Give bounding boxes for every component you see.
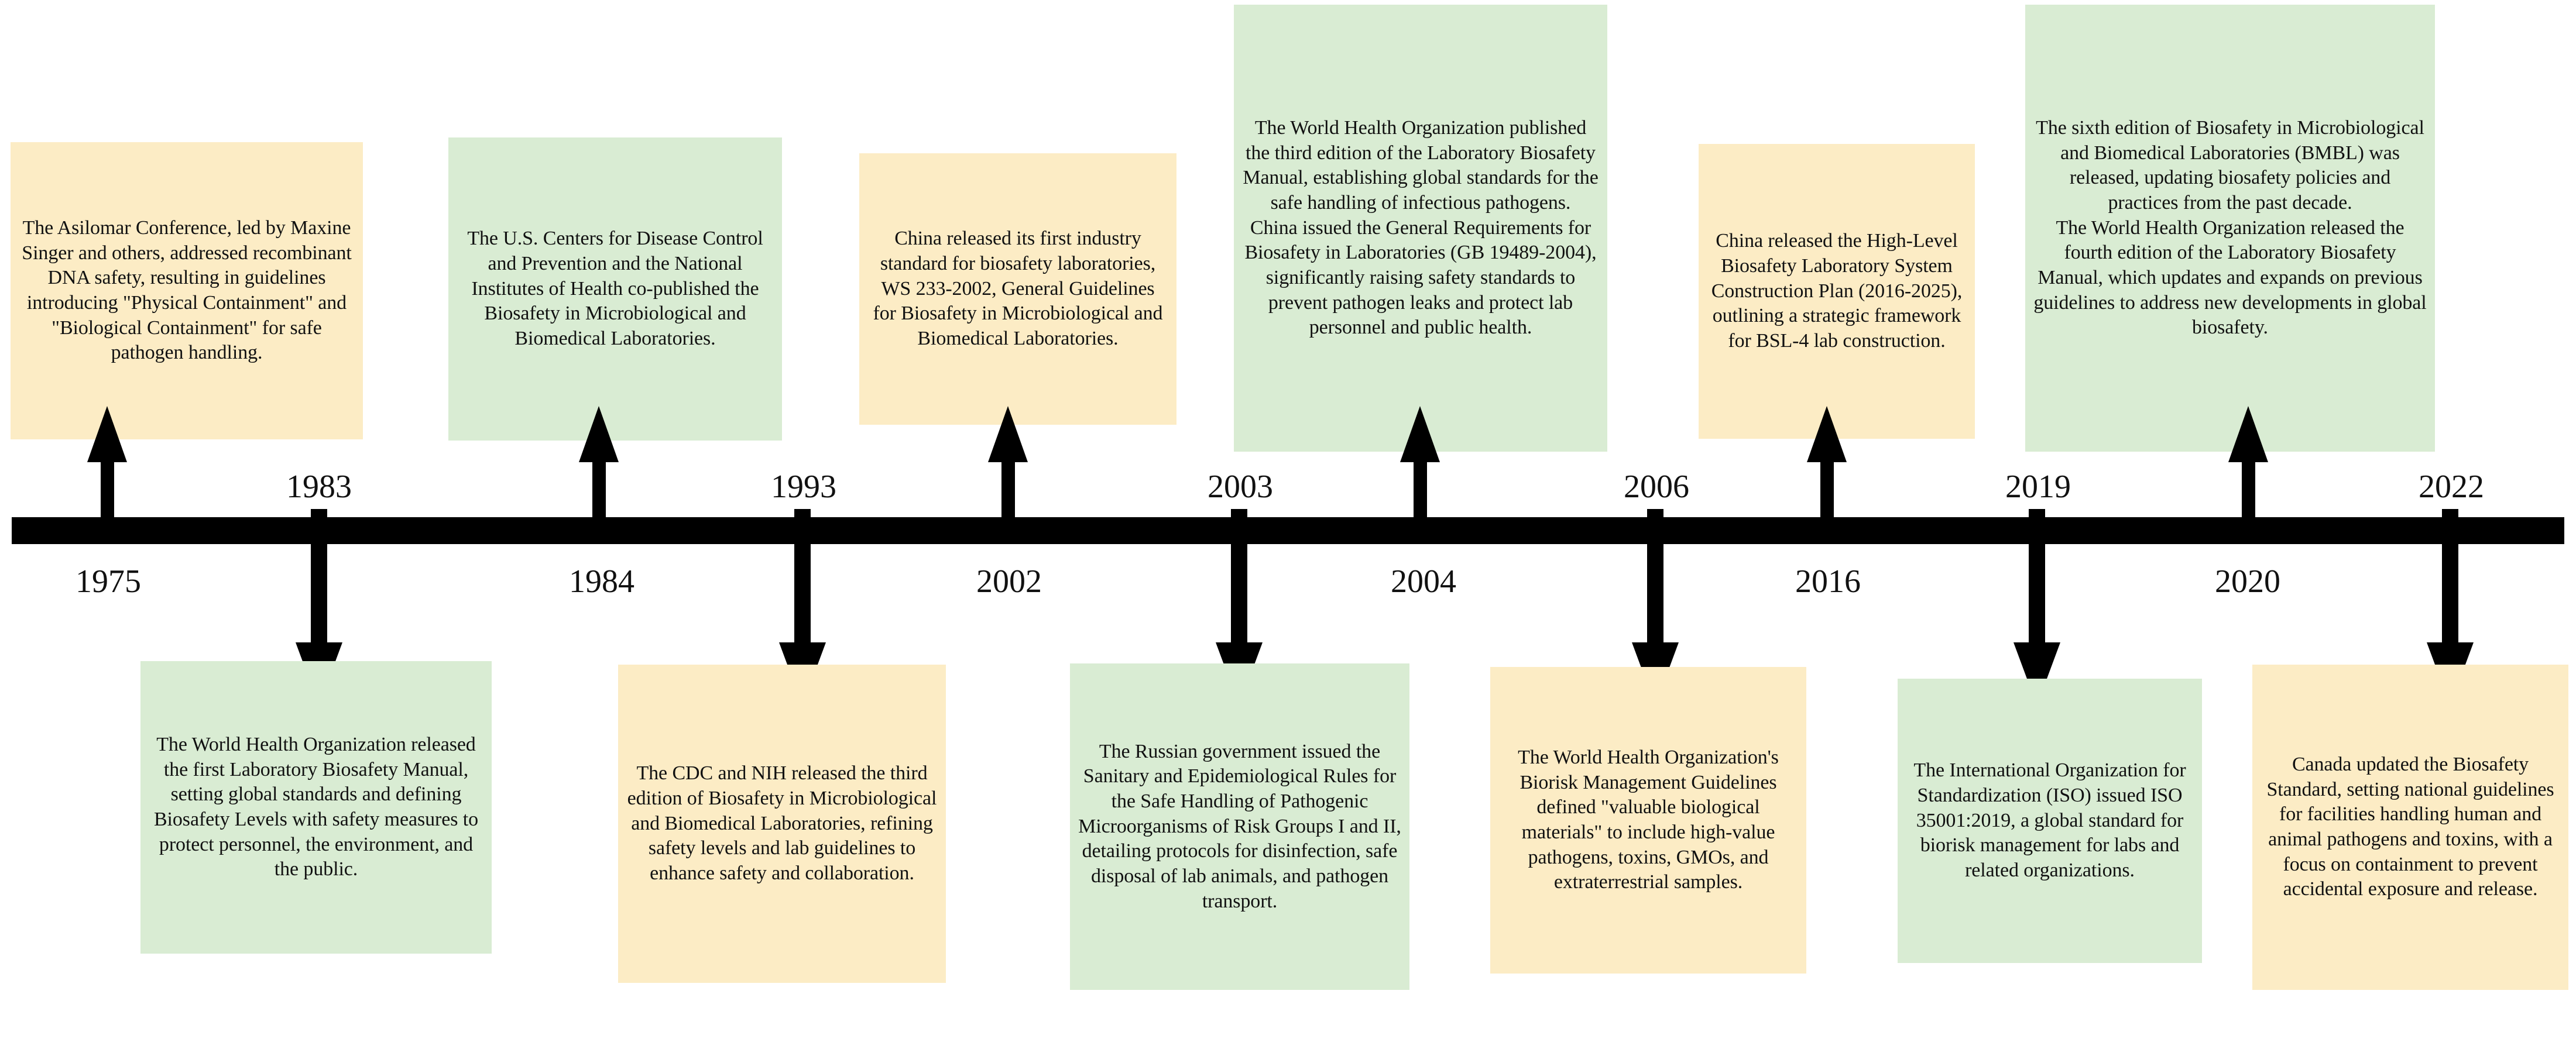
year-label-2002: 2002 bbox=[976, 563, 1042, 600]
event-card-2003: The Russian government issued the Sanita… bbox=[1070, 663, 1409, 990]
event-card-2020: The sixth edition of Biosafety in Microb… bbox=[2025, 5, 2435, 452]
year-label-1993: 1993 bbox=[771, 469, 836, 505]
event-card-1984: The U.S. Centers for Disease Control and… bbox=[448, 137, 782, 441]
timeline-axis-bar bbox=[12, 517, 2564, 544]
event-card-2022: Canada updated the Biosafety Standard, s… bbox=[2252, 665, 2568, 990]
event-card-2016: China released the High-Level Biosafety … bbox=[1699, 144, 1975, 439]
year-label-2003: 2003 bbox=[1208, 469, 1273, 505]
year-label-1975: 1975 bbox=[76, 563, 141, 600]
event-card-2004: The World Health Organization published … bbox=[1234, 5, 1607, 452]
year-label-2019: 2019 bbox=[2005, 469, 2071, 505]
event-card-2002: China released its first industry standa… bbox=[859, 153, 1176, 425]
event-card-1975: The Asilomar Conference, led by Maxine S… bbox=[11, 142, 363, 439]
year-label-2016: 2016 bbox=[1795, 563, 1861, 600]
year-label-2004: 2004 bbox=[1391, 563, 1456, 600]
event-card-2006: The World Health Organization's Biorisk … bbox=[1490, 667, 1806, 974]
event-card-1993: The CDC and NIH released the third editi… bbox=[618, 665, 946, 983]
year-label-1983: 1983 bbox=[286, 469, 352, 505]
year-label-1984: 1984 bbox=[569, 563, 634, 600]
year-label-2020: 2020 bbox=[2215, 563, 2280, 600]
year-label-2006: 2006 bbox=[1624, 469, 1689, 505]
year-label-2022: 2022 bbox=[2419, 469, 2484, 505]
event-card-1983: The World Health Organization released t… bbox=[140, 661, 492, 954]
event-card-2019: The International Organization for Stand… bbox=[1898, 679, 2202, 963]
